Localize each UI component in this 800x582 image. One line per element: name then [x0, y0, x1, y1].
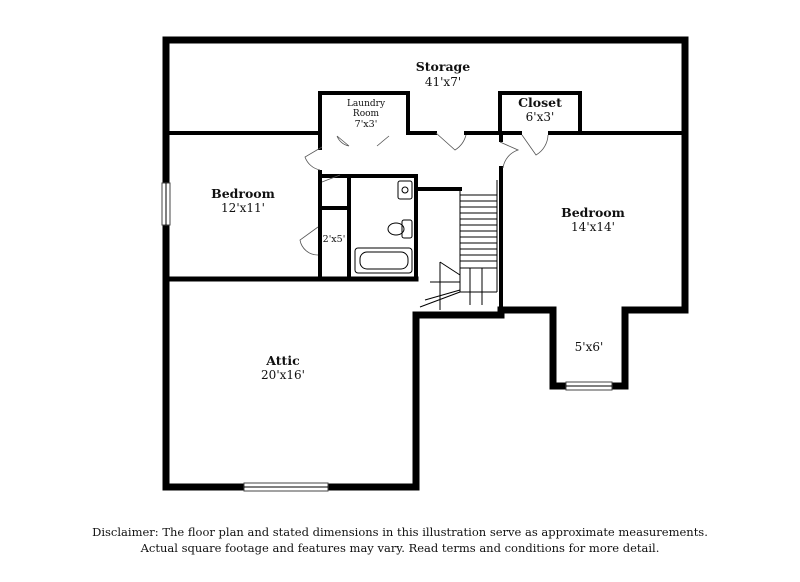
small-closet-door-icon	[299, 226, 319, 256]
toilet-icon	[387, 222, 405, 236]
bedroom-right-dim: 14'x14'	[571, 220, 615, 234]
closet-label: Closet	[518, 95, 562, 110]
bedroom-right-label: Bedroom	[561, 205, 625, 220]
sink-icon	[397, 180, 413, 200]
bathtub-icon	[354, 247, 413, 274]
bedroom-left-label: Bedroom	[211, 186, 275, 201]
nook-dim: 5'x6'	[575, 340, 604, 354]
closet-door-icon	[521, 134, 549, 156]
closet-dim: 6'x3'	[526, 110, 555, 124]
attic-dim: 20'x16'	[261, 368, 305, 382]
disclaimer: Disclaimer: The floor plan and stated di…	[0, 524, 800, 556]
laundry-label-2: Room	[353, 109, 380, 119]
storage-dim: 41'x7'	[425, 75, 461, 89]
windows	[161, 182, 613, 492]
laundry-door-left-icon	[336, 135, 350, 147]
bathroom-fixtures	[354, 180, 413, 274]
disclaimer-line-1: Disclaimer: The floor plan and stated di…	[92, 525, 708, 539]
toilet-tank-icon	[401, 219, 413, 239]
laundry-label-1: Laundry	[347, 99, 386, 109]
floor-plan: Storage 41'x7' Laundry Room 7'x3' Closet…	[161, 36, 689, 492]
bedroom-right-door-icon	[499, 141, 520, 169]
small-closet-dim: 2'x5'	[323, 234, 346, 245]
storage-label: Storage	[416, 59, 471, 74]
laundry-door-right-icon	[376, 135, 390, 147]
laundry-dim: 7'x3'	[355, 119, 378, 130]
outer-walls	[162, 36, 689, 491]
bedroom-door-icon	[304, 146, 323, 171]
bath-door-icon	[321, 174, 341, 183]
interior-walls	[163, 91, 687, 317]
bedroom-left-dim: 12'x11'	[221, 201, 265, 215]
disclaimer-line-2: Actual square footage and features may v…	[140, 541, 660, 555]
attic-label: Attic	[265, 353, 300, 368]
doors	[299, 132, 549, 256]
storage-door-icon	[435, 132, 467, 151]
staircase	[419, 180, 498, 310]
